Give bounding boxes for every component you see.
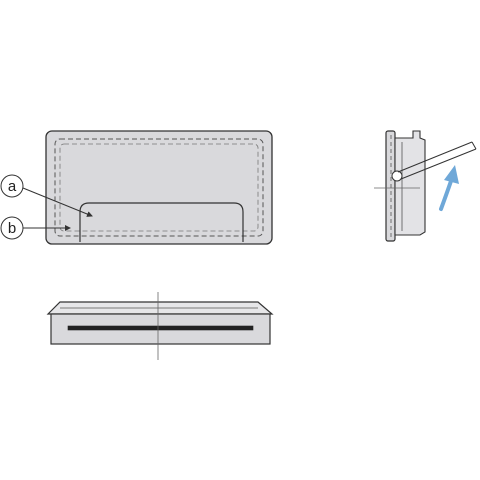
top-view [46,292,274,360]
housing-outer [45,130,273,245]
top-slot [67,325,254,331]
callout-a-circle [0,174,24,198]
lid-flap [79,202,244,242]
side-flange [385,130,396,242]
front-view [45,130,273,245]
callout-a-leader [22,187,93,217]
callout-b: b [0,216,71,240]
side-view [374,130,477,242]
lid-open-line-2 [400,148,477,180]
lid-open-end [471,141,477,150]
callout-b-label: b [8,220,16,237]
housing-inner-dashed-2 [59,143,259,232]
hinge-pivot [391,170,403,182]
callout-a-label: a [8,178,17,195]
curved-arrow-icon [439,176,454,211]
lid-open-line-1 [397,141,473,173]
curved-arrow-head [444,165,459,184]
side-body [394,130,426,236]
callout-a: a [0,174,93,217]
housing-inner-dashed [54,138,264,237]
